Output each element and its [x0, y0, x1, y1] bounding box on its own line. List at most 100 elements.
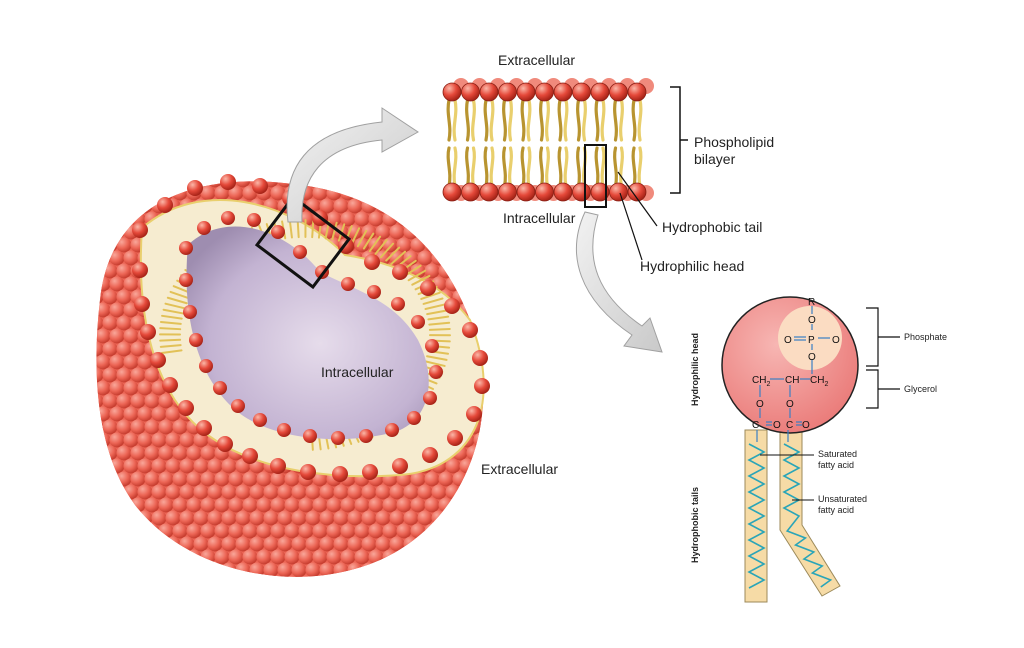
bilayer-tail — [522, 100, 524, 140]
vesicle-head — [116, 186, 131, 201]
vesicle-head — [130, 394, 145, 409]
vesicle-head — [123, 511, 138, 526]
vesicle-head — [333, 199, 348, 214]
vesicle-head — [116, 212, 131, 227]
vesicle-head — [249, 485, 264, 500]
vesicle-head — [88, 446, 103, 461]
rim-head — [385, 423, 399, 437]
vesicle-head — [116, 576, 131, 591]
vesicle-head — [438, 498, 453, 513]
bilayer-tail — [491, 100, 493, 140]
vesicle-head — [249, 537, 264, 552]
rim-head — [271, 225, 285, 239]
atom-c-carbonyl-left: C — [752, 420, 759, 431]
rim-head — [242, 448, 258, 464]
vesicle-head — [102, 576, 117, 591]
vesicle-head — [165, 511, 180, 526]
vesicle-head — [102, 186, 117, 201]
vesicle-head — [375, 563, 390, 578]
vesicle-head — [487, 407, 502, 422]
vesicle-head — [466, 524, 481, 539]
vesicle-head — [116, 368, 131, 383]
label-extracellular-vesicle: Extracellular — [481, 461, 558, 477]
vesicle-head — [396, 186, 411, 201]
vesicle-head — [102, 550, 117, 565]
vesicle-head — [326, 186, 341, 201]
vesicle-head — [123, 199, 138, 214]
bilayer-tail — [522, 148, 524, 186]
vesicle-head — [158, 576, 173, 591]
vesicle-head — [172, 524, 187, 539]
vesicle-head — [102, 472, 117, 487]
rim-head — [392, 264, 408, 280]
vesicle-head — [466, 446, 481, 461]
vesicle-head — [137, 537, 152, 552]
vesicle-head — [494, 524, 509, 539]
vesicle-head — [137, 173, 152, 188]
bilayer-tail — [448, 148, 450, 186]
vesicle-head — [151, 173, 166, 188]
vesicle-head — [88, 264, 103, 279]
vesicle-head — [116, 394, 131, 409]
vesicle-head — [158, 472, 173, 487]
vesicle-head — [144, 368, 159, 383]
vesicle-head — [438, 576, 453, 591]
vesicle-head — [291, 563, 306, 578]
vesicle-head — [382, 576, 397, 591]
bilayer-head — [462, 83, 480, 101]
vesicle-head — [123, 459, 138, 474]
vesicle-head — [193, 485, 208, 500]
rim-head — [392, 458, 408, 474]
rim-head — [213, 381, 227, 395]
atom-o-bottom: O — [808, 352, 816, 363]
vesicle-head — [123, 277, 138, 292]
bilayer-tail — [584, 100, 586, 140]
rim-head — [199, 359, 213, 373]
vesicle-head — [361, 199, 376, 214]
bilayer-tail — [485, 100, 487, 140]
vesicle-head — [130, 446, 145, 461]
vesicle-head — [487, 511, 502, 526]
vesicle-head — [501, 277, 516, 292]
vesicle-head — [494, 394, 509, 409]
rim-head — [444, 298, 460, 314]
bilayer-head — [573, 83, 591, 101]
glycerol-bracket — [866, 370, 900, 408]
vesicle-head — [494, 498, 509, 513]
vesicle-head — [480, 576, 495, 591]
vesicle-head — [466, 550, 481, 565]
bilayer-head — [517, 183, 535, 201]
vesicle-head — [473, 277, 488, 292]
vesicle-head — [137, 485, 152, 500]
vesicle-head — [95, 589, 110, 604]
vesicle-head — [368, 550, 383, 565]
bilayer-tail — [621, 100, 623, 140]
bilayer-tail — [485, 148, 487, 186]
vesicle-head — [95, 485, 110, 500]
vesicle-head — [494, 446, 509, 461]
vesicle-head — [130, 550, 145, 565]
vesicle-head — [375, 537, 390, 552]
vesicle-head — [494, 550, 509, 565]
vesicle-head — [277, 537, 292, 552]
vesicle-head — [326, 498, 341, 513]
rim-head — [411, 315, 425, 329]
vesicle-head — [95, 381, 110, 396]
bilayer-head — [499, 183, 517, 201]
rim-head — [423, 391, 437, 405]
vesicle-head — [417, 537, 432, 552]
vesicle-head — [487, 303, 502, 318]
vesicle-head — [242, 472, 257, 487]
vesicle-head — [347, 563, 362, 578]
vesicle-head — [305, 589, 320, 604]
vesicle-head — [242, 498, 257, 513]
vesicle-head — [466, 576, 481, 591]
vesicle-head — [109, 199, 124, 214]
vesicle-head — [207, 459, 222, 474]
rim-head — [231, 399, 245, 413]
vesicle-head — [102, 524, 117, 539]
vesicle-head — [459, 225, 474, 240]
vesicle-head — [319, 589, 334, 604]
vesicle-head — [277, 485, 292, 500]
